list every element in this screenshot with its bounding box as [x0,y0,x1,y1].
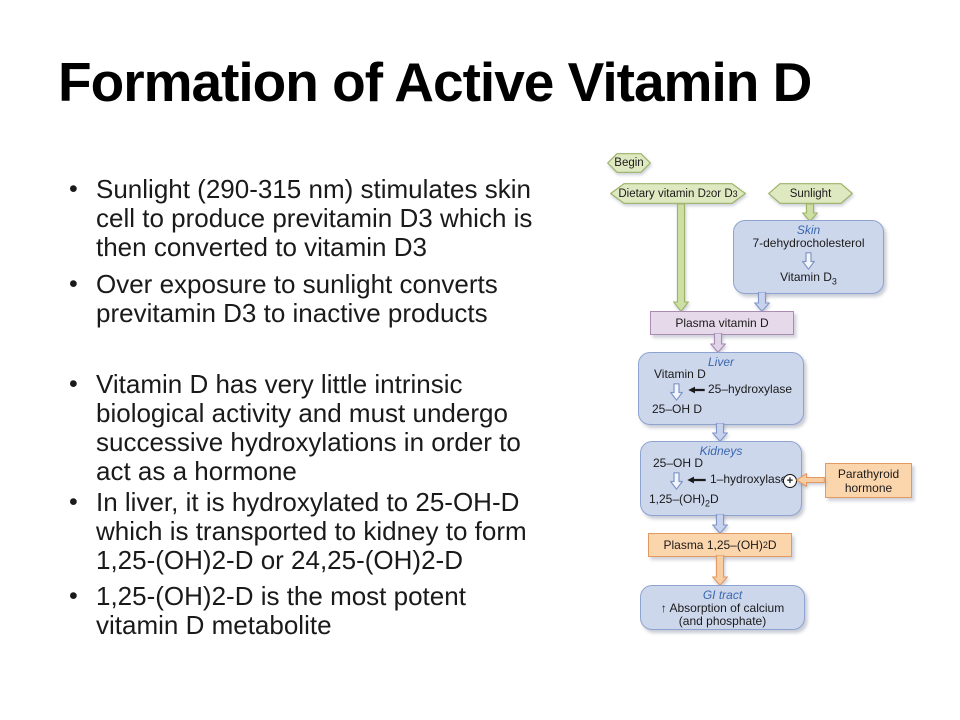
bullet-item-5: • 1,25-(OH)2-D is the most potent vitami… [62,582,582,640]
bullet-icon: • [69,370,78,398]
liver-enzyme: 25–hydroxylase [708,382,793,396]
label-text: D [710,492,719,506]
bullet-line: Sunlight (290-315 nm) stimulates skin [96,174,531,204]
flow-arrow-kidneys-to-plasma [712,514,728,534]
bullet-line: vitamin D metabolite [96,610,332,640]
bullet-item-3: • Vitamin D has very little intrinsic bi… [62,370,582,486]
flow-arrow-skin-to-plasma [754,292,770,312]
bullet-line: Over exposure to sunlight converts [96,269,498,299]
skin-substrate: 7-dehydrocholesterol [752,236,865,250]
gi-tract-box: GI tract ↑ Absorption of calcium (and ph… [640,585,805,630]
skin-product: Vitamin D3 [734,270,883,287]
label-text: Vitamin D [780,270,832,284]
label-text: Dietary vitamin D [618,187,706,200]
bullet-line: Vitamin D has very little intrinsic [96,369,463,399]
label-text: 1,25–(OH) [649,492,706,506]
kidneys-product: 1,25–(OH)2D [649,492,719,509]
liver-substrate: Vitamin D [654,367,706,381]
bullet-line: which is transported to kidney to form [96,516,527,546]
bullet-line: successive hydroxylations in order to [96,427,521,457]
flow-arrow-parathyroid-to-kidneys [796,473,825,487]
kidneys-organ-label: Kidneys [699,444,743,458]
liver-box: Liver Vitamin D 25–hydroxylase 25–OH D [638,352,804,425]
liver-organ-label: Liver [707,355,734,369]
skin-organ-label: Skin [796,223,821,237]
kidneys-box: Kidneys 25–OH D 1–hydroxylase + 1,25–(OH… [640,441,802,516]
bullet-item-4: • In liver, it is hydroxylated to 25-OH-… [62,488,582,575]
bullet-line: cell to produce previtamin D3 which is [96,203,533,233]
parathyroid-line: hormone [844,480,893,495]
bullet-line: previtamin D3 to inactive products [96,298,488,328]
bullet-line: then converted to vitamin D3 [96,232,427,262]
label-text: D [767,538,777,552]
parathyroid-hormone-box: Parathyroid hormone [825,463,912,498]
gi-organ-label: GI tract [702,588,743,602]
kidneys-substrate: 25–OH D [653,456,704,470]
sunlight-hexagon [768,183,853,204]
bullet-item-2: • Over exposure to sunlight converts pre… [62,270,582,328]
conversion-double-arrow-icon [670,472,683,490]
enzyme-left-arrow-icon [688,386,705,394]
plasma-vitamin-d-box: Plasma vitamin D [650,311,794,335]
flow-arrow-sunlight-to-skin [802,204,818,222]
parathyroid-line: Parathyroid [837,466,900,481]
label-text: Plasma 1,25–(OH) [663,538,763,552]
flow-arrow-dietary-to-plasma [673,204,689,312]
label-text: or D [710,187,733,200]
flow-arrow-liver-to-kidneys [712,423,728,442]
conversion-double-arrow-icon [670,383,683,401]
enzyme-left-arrow-icon [687,476,706,484]
begin-label: Begin [614,157,644,169]
bullet-icon: • [69,582,78,610]
gi-line2: (and phosphate) [678,614,767,628]
bullet-icon: • [69,175,78,203]
dietary-vitamin-hexagon [610,183,746,204]
flow-arrow-plasma-to-liver [710,333,726,353]
bullet-item-1: • Sunlight (290-315 nm) stimulates skin … [62,175,582,262]
conversion-double-arrow-icon [802,252,815,270]
bullet-icon: • [69,270,78,298]
bullet-icon: • [69,488,78,516]
subscript: 3 [831,276,837,287]
skin-box: Skin 7-dehydrocholesterol Vitamin D3 [733,220,884,294]
liver-product: 25–OH D [652,402,703,416]
flow-arrow-plasma-to-gi [712,555,728,586]
kidneys-enzyme: 1–hydroxylase [710,472,788,486]
begin-hexagon [607,153,651,173]
bullet-line: In liver, it is hydroxylated to 25-OH-D [96,487,520,517]
bullet-line: biological activity and must undergo [96,398,508,428]
gi-line1: ↑ Absorption of calcium [660,601,785,615]
stimulation-plus-icon: + [783,474,797,488]
sunlight-label: Sunlight [789,187,832,200]
subscript: 2 [705,498,711,509]
bullet-line: 1,25-(OH)2-D is the most potent [96,581,466,611]
bullet-line: act as a hormone [96,456,297,486]
page-title: Formation of Active Vitamin D [58,51,812,113]
bullet-line: 1,25-(OH)2-D or 24,25-(OH)2-D [96,545,463,575]
